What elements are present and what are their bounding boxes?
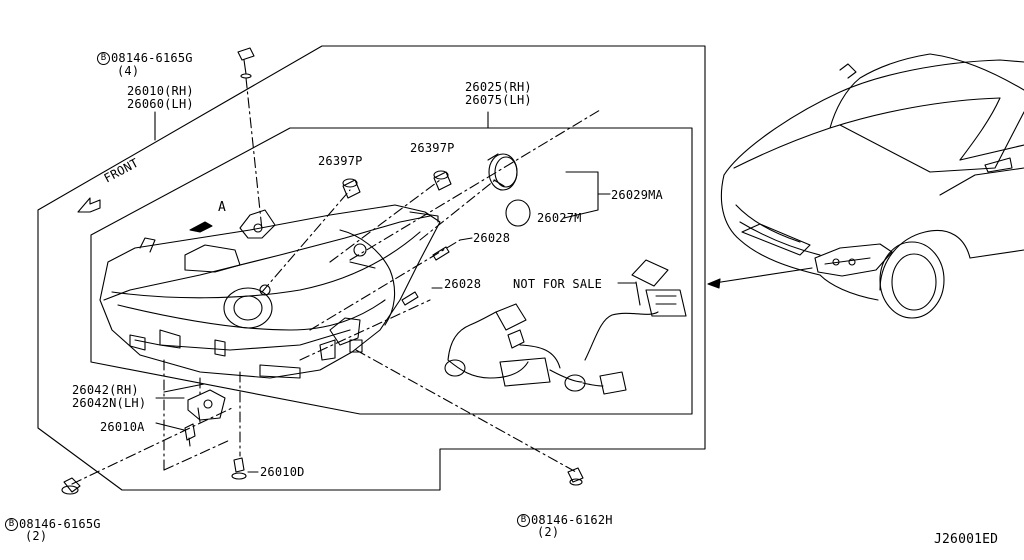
bolt-left xyxy=(61,477,81,495)
bracket xyxy=(187,389,226,423)
wiring-harness xyxy=(444,259,687,395)
part-number-headlamp-rh: 26010(RH) xyxy=(127,84,194,98)
seal-ring xyxy=(505,199,531,227)
part-number: 08146-6165G xyxy=(111,51,193,65)
part-number-screw-d: 26010D xyxy=(260,465,305,479)
bolt-symbol: B xyxy=(97,52,110,65)
location-arrow xyxy=(707,267,813,285)
qty-bolt-left: (2) xyxy=(25,529,48,543)
bolt-symbol: B xyxy=(517,514,530,527)
bolt-right xyxy=(567,467,584,486)
bulb-1 xyxy=(432,246,450,261)
part-number-screw-a: 26010A xyxy=(100,420,145,434)
outer-frame xyxy=(37,45,706,491)
part-number-lamp-rh: 26025(RH) xyxy=(465,80,532,94)
front-arrow xyxy=(77,197,101,213)
screw-26010d xyxy=(231,457,247,480)
leader-lines xyxy=(154,111,637,473)
cap-assembly xyxy=(487,153,518,191)
part-number: 08146-6165G xyxy=(19,517,101,531)
qty-bolt-top: (4) xyxy=(117,64,140,78)
part-number-bulb-cap-2: 26397P xyxy=(410,141,455,155)
part-number-bulb-2: 26028 xyxy=(444,277,482,291)
view-a-label: A xyxy=(218,200,227,215)
part-number-lamp-lh: 26075(LH) xyxy=(465,93,532,107)
bolt-top xyxy=(237,47,255,79)
bulb-2 xyxy=(401,291,419,306)
part-number: 08146-6162H xyxy=(531,513,613,527)
qty-bolt-right: (2) xyxy=(537,525,560,539)
view-a-arrow xyxy=(189,221,213,233)
part-number-headlamp-lh: 26060(LH) xyxy=(127,97,194,111)
headlamp-housing xyxy=(99,204,441,379)
part-number-cap-assy: 26029MA xyxy=(611,188,663,202)
diagram-code: J26001ED xyxy=(934,532,999,547)
screw-26010a xyxy=(184,423,196,447)
not-for-sale-note: NOT FOR SALE xyxy=(513,277,603,291)
alignment-lines xyxy=(71,77,601,485)
part-number-bracket-lh: 26042N(LH) xyxy=(72,396,147,410)
part-number-bulb-1: 26028 xyxy=(473,231,511,245)
inner-frame xyxy=(90,127,693,415)
bolt-symbol: B xyxy=(5,518,18,531)
part-number-bracket-rh: 26042(RH) xyxy=(72,383,139,397)
bulb-cap-2 xyxy=(433,170,452,191)
part-number-seal: 26027M xyxy=(537,211,582,225)
car-sketch xyxy=(720,53,1024,319)
part-number-bulb-cap-1: 26397P xyxy=(318,154,363,168)
